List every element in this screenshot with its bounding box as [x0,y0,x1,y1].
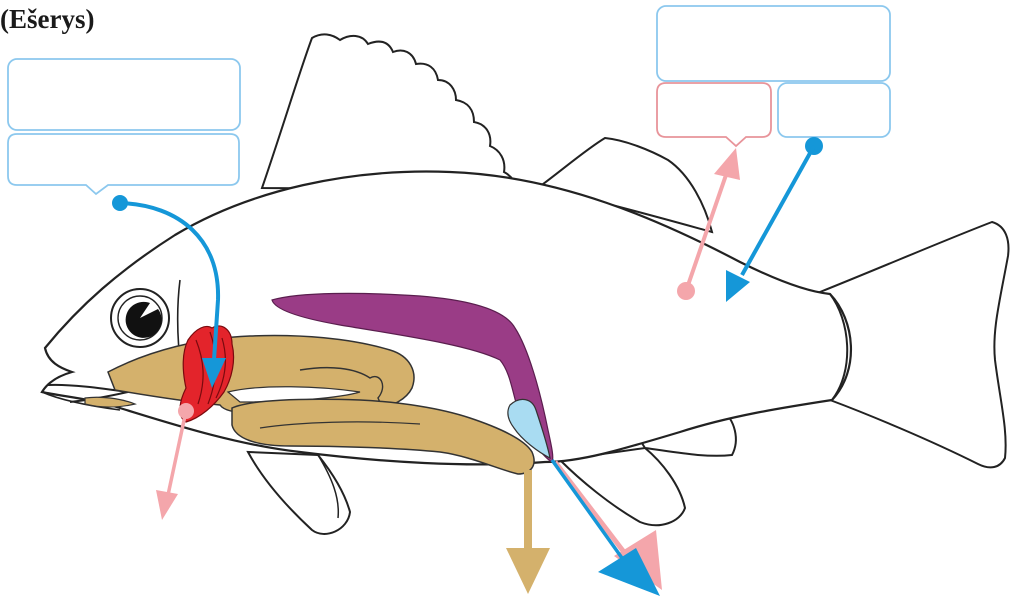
label-box-right-top[interactable] [657,6,890,81]
pelvic-fin [248,452,350,534]
dorsal-fin-spiny [262,34,518,190]
label-box-right-bottom-left[interactable] [657,83,771,146]
label-box-left-bottom[interactable] [8,134,239,194]
eye [111,289,169,347]
arrow-excrement [506,470,550,594]
label-box-left-top[interactable] [8,59,240,130]
label-box-right-bottom-right[interactable] [778,83,890,137]
